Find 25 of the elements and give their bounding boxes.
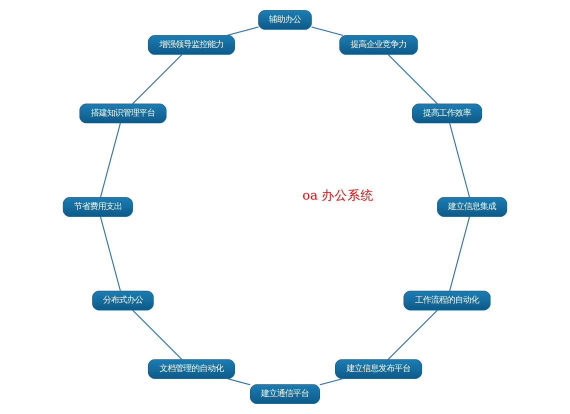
node-box: 搭建知识管理平台 xyxy=(79,104,166,124)
node-box: 节省费用支出 xyxy=(62,197,133,217)
node-box: 提高企业竞争力 xyxy=(339,35,418,55)
connector xyxy=(227,26,259,36)
label: oa 办公系统 xyxy=(302,188,374,204)
connector xyxy=(132,54,182,104)
node-box: 建立信息发布平台 xyxy=(335,359,422,379)
node-box: 提高工作效率 xyxy=(412,104,482,124)
connector xyxy=(100,216,121,292)
node-box: 文档管理的自动化 xyxy=(148,359,235,379)
node-box: 分布式办公 xyxy=(92,290,154,310)
connector xyxy=(388,54,438,104)
connector xyxy=(388,310,438,360)
node-box: 工作流程的自动化 xyxy=(404,290,491,310)
connector xyxy=(320,378,343,386)
connector xyxy=(227,378,250,386)
node-box: 建立信息集成 xyxy=(437,197,508,217)
node-box: 增强领导监控能力 xyxy=(148,35,235,55)
connector xyxy=(449,122,470,198)
connector xyxy=(311,26,343,36)
connector xyxy=(100,122,121,198)
connector xyxy=(132,310,182,360)
node-box: 辅助办公 xyxy=(258,10,312,30)
node-box: 建立通信平台 xyxy=(250,384,320,404)
connector xyxy=(449,216,470,292)
